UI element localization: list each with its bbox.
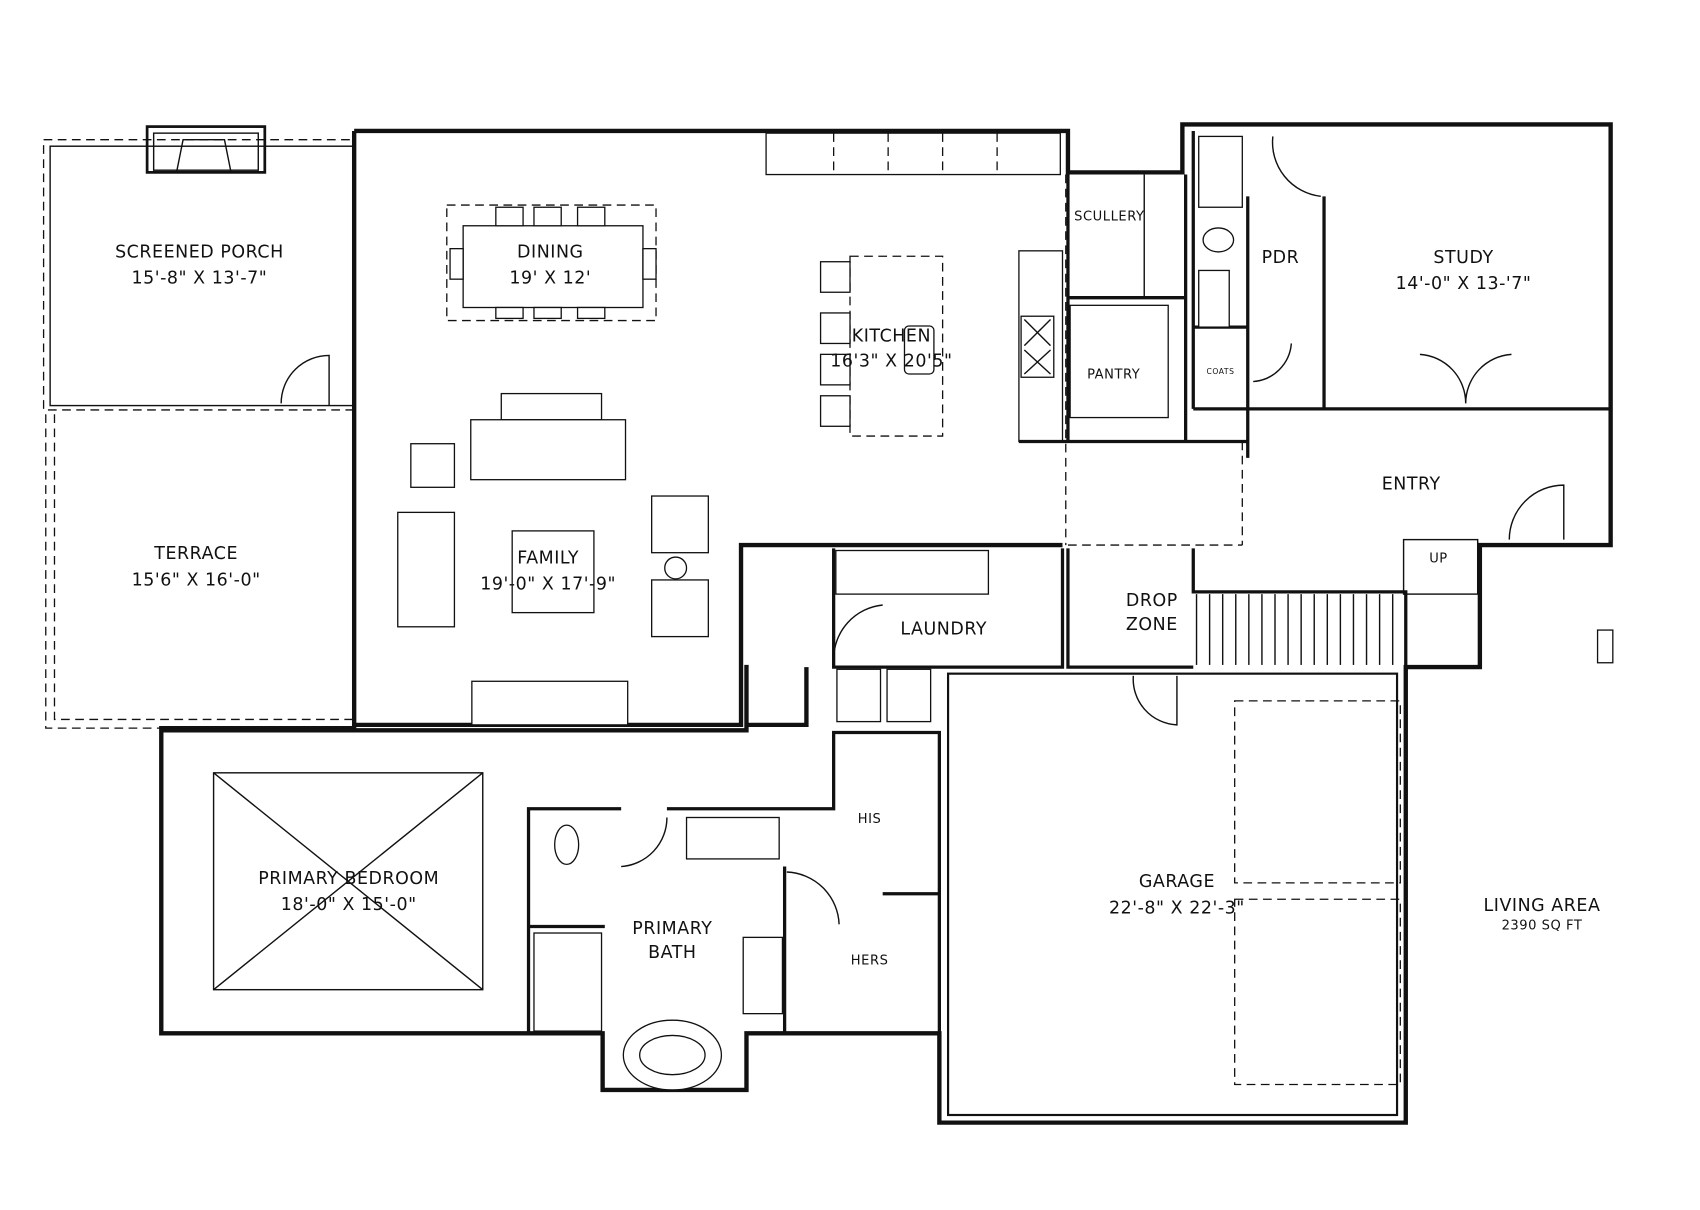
bar-stools — [819, 261, 851, 427]
coats-door[interactable] — [1253, 343, 1293, 383]
garage-label: GARAGE — [1139, 872, 1215, 892]
living-area-value: 2390 SQ FT — [1502, 919, 1583, 934]
entry-label: ENTRY — [1382, 474, 1441, 494]
kitchen-island — [849, 255, 944, 437]
kitchen-label: KITCHEN — [852, 326, 931, 346]
drop-zone-label-2: ZONE — [1126, 615, 1178, 635]
pdr-label: PDR — [1262, 248, 1300, 268]
vanity — [1198, 269, 1230, 328]
stairs-up-label: UP — [1429, 552, 1448, 567]
family-label: FAMILY — [517, 549, 579, 569]
entry-porch-post — [1596, 629, 1614, 664]
accent-table — [664, 556, 688, 580]
family-rug — [511, 530, 595, 614]
dining-chairs — [449, 206, 657, 320]
tv-console — [500, 392, 603, 421]
screened-porch-size: 15'-8" X 13'-7" — [131, 269, 267, 289]
study-size: 14'-0" X 13-'7" — [1396, 274, 1532, 294]
laundry-label: LAUNDRY — [900, 619, 987, 639]
primary-bath-label-2: BATH — [648, 943, 696, 963]
laundry-door[interactable] — [832, 604, 883, 660]
pantry-label: PANTRY — [1087, 367, 1140, 382]
bathtub — [622, 1019, 723, 1091]
fireplace — [471, 680, 629, 726]
toilet-icon — [1202, 227, 1235, 253]
porch-fireplace — [145, 125, 267, 174]
closet-door[interactable] — [786, 871, 840, 925]
armchair — [651, 495, 709, 554]
staircase — [1195, 594, 1407, 665]
exterior-wall — [159, 122, 1613, 1125]
sink — [903, 325, 935, 375]
family-size: 19'-0" X 17'-9" — [480, 575, 616, 595]
dining-rug — [446, 204, 657, 322]
dryer — [886, 668, 932, 723]
screened-porch-label: SCREENED PORCH — [115, 242, 284, 262]
upper-cabinets — [765, 132, 1061, 176]
pantry-shelving — [1069, 304, 1169, 419]
shower — [533, 932, 603, 1032]
pdr-shower — [1198, 135, 1243, 208]
laundry-counter — [835, 549, 990, 595]
bath-door[interactable] — [621, 817, 668, 868]
study-label: STUDY — [1433, 248, 1493, 268]
parking-space — [1234, 700, 1401, 884]
dining-label: DINING — [517, 242, 584, 262]
garage-door-passage[interactable] — [1132, 675, 1178, 726]
terrace-label: TERRACE — [153, 544, 238, 564]
armchair — [651, 579, 709, 638]
bedroom-top-wall — [161, 664, 809, 733]
bedroom-ceiling — [212, 772, 484, 991]
pdr-door[interactable] — [1271, 136, 1321, 198]
dining-table — [462, 225, 644, 309]
primary-bedroom-size: 18'-0" X 15'-0" — [281, 895, 417, 915]
drop-zone-label: DROP — [1126, 591, 1178, 611]
scullery-label: SCULLERY — [1074, 209, 1144, 224]
cooktop-icon — [1020, 315, 1055, 378]
terrace-outline — [45, 414, 355, 729]
parking-space — [1234, 898, 1401, 1086]
toilet-icon — [554, 824, 580, 866]
loveseat — [397, 511, 456, 628]
hers-closet-label: HERS — [851, 954, 889, 969]
living-area-title: LIVING AREA — [1484, 896, 1601, 916]
porch-door[interactable] — [280, 354, 330, 406]
kitchen-size: 16'3" X 20'5" — [830, 351, 952, 371]
front-door[interactable] — [1508, 484, 1565, 540]
his-closet-label: HIS — [858, 812, 882, 827]
garage-wall — [946, 672, 1399, 1117]
garage-size: 22'-8" X 22'-3" — [1109, 898, 1245, 918]
washer — [836, 668, 882, 723]
coats-label: COATS — [1207, 367, 1235, 376]
side-table — [410, 443, 456, 488]
primary-bath-label: PRIMARY — [632, 919, 712, 939]
study-doors[interactable] — [1419, 353, 1512, 404]
dining-size: 19' X 12' — [509, 269, 591, 289]
terrace-size: 15'6" X 16'-0" — [132, 570, 261, 590]
vanity-hers — [742, 936, 784, 1015]
vanity-his — [685, 816, 780, 860]
primary-bedroom-label: PRIMARY BEDROOM — [258, 869, 439, 889]
sofa — [470, 419, 627, 481]
